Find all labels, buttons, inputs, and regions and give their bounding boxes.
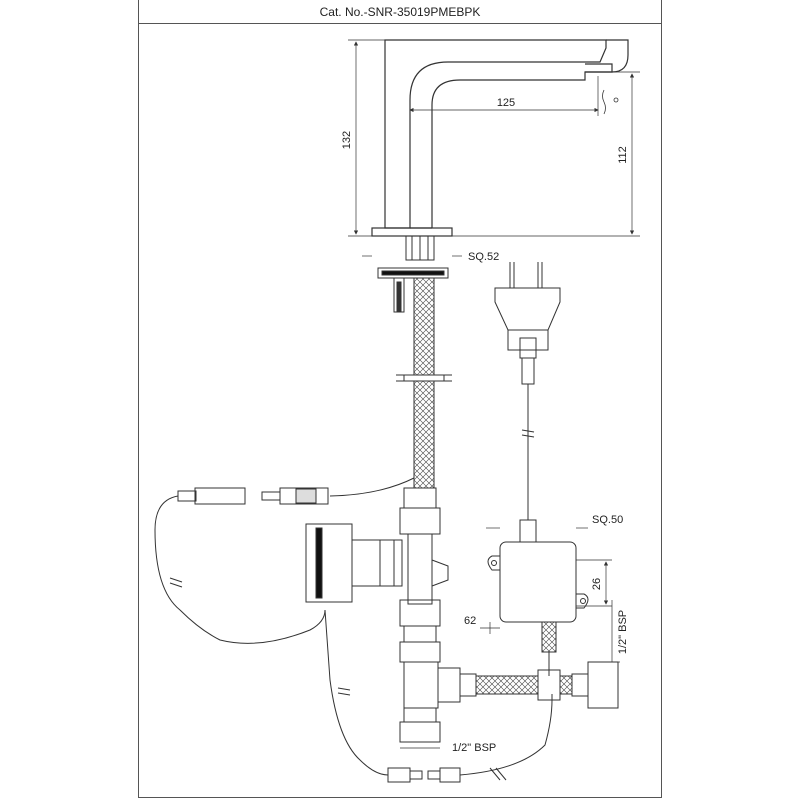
- drawing-frame: Cat. No.-SNR-35019PMEBPK: [138, 0, 662, 798]
- sensor-icon: [602, 89, 619, 115]
- dim-half-bsp-vertical: [588, 600, 620, 663]
- solenoid-valve: [305, 487, 449, 663]
- dim-112-label: 112: [617, 146, 629, 164]
- dim-sq50-label: SQ.50: [592, 514, 623, 526]
- title-bar: Cat. No.-SNR-35019PMEBPK: [139, 0, 661, 24]
- mounting-hardware: [377, 235, 449, 313]
- faucet-body: [371, 39, 629, 237]
- braided-hose-vertical: [396, 277, 452, 489]
- dim-132: [348, 39, 385, 237]
- dim-sq52-label: SQ.52: [468, 251, 499, 263]
- t-connector: [399, 661, 477, 743]
- dim-112: [452, 71, 640, 237]
- control-box: [487, 519, 589, 700]
- catalog-number: Cat. No.-SNR-35019PMEBPK: [319, 4, 481, 19]
- dim-half-bsp-bottom-label: 1/2" BSP: [452, 742, 496, 754]
- dim-26-label: 26: [591, 578, 603, 590]
- dim-125-label: 125: [497, 97, 515, 109]
- sensor-cable: [154, 477, 415, 644]
- dim-132-label: 132: [341, 131, 353, 149]
- dim-125: [409, 76, 599, 116]
- dim-62: [480, 622, 500, 634]
- dim-26: [576, 559, 612, 607]
- power-cable-bottom: [324, 609, 553, 783]
- dim-half-bsp-vertical-label: 1/2" BSP: [617, 610, 629, 654]
- power-plug: [494, 262, 561, 520]
- braided-hose-horizontal: [475, 661, 619, 709]
- dim-62-label: 62: [464, 615, 476, 627]
